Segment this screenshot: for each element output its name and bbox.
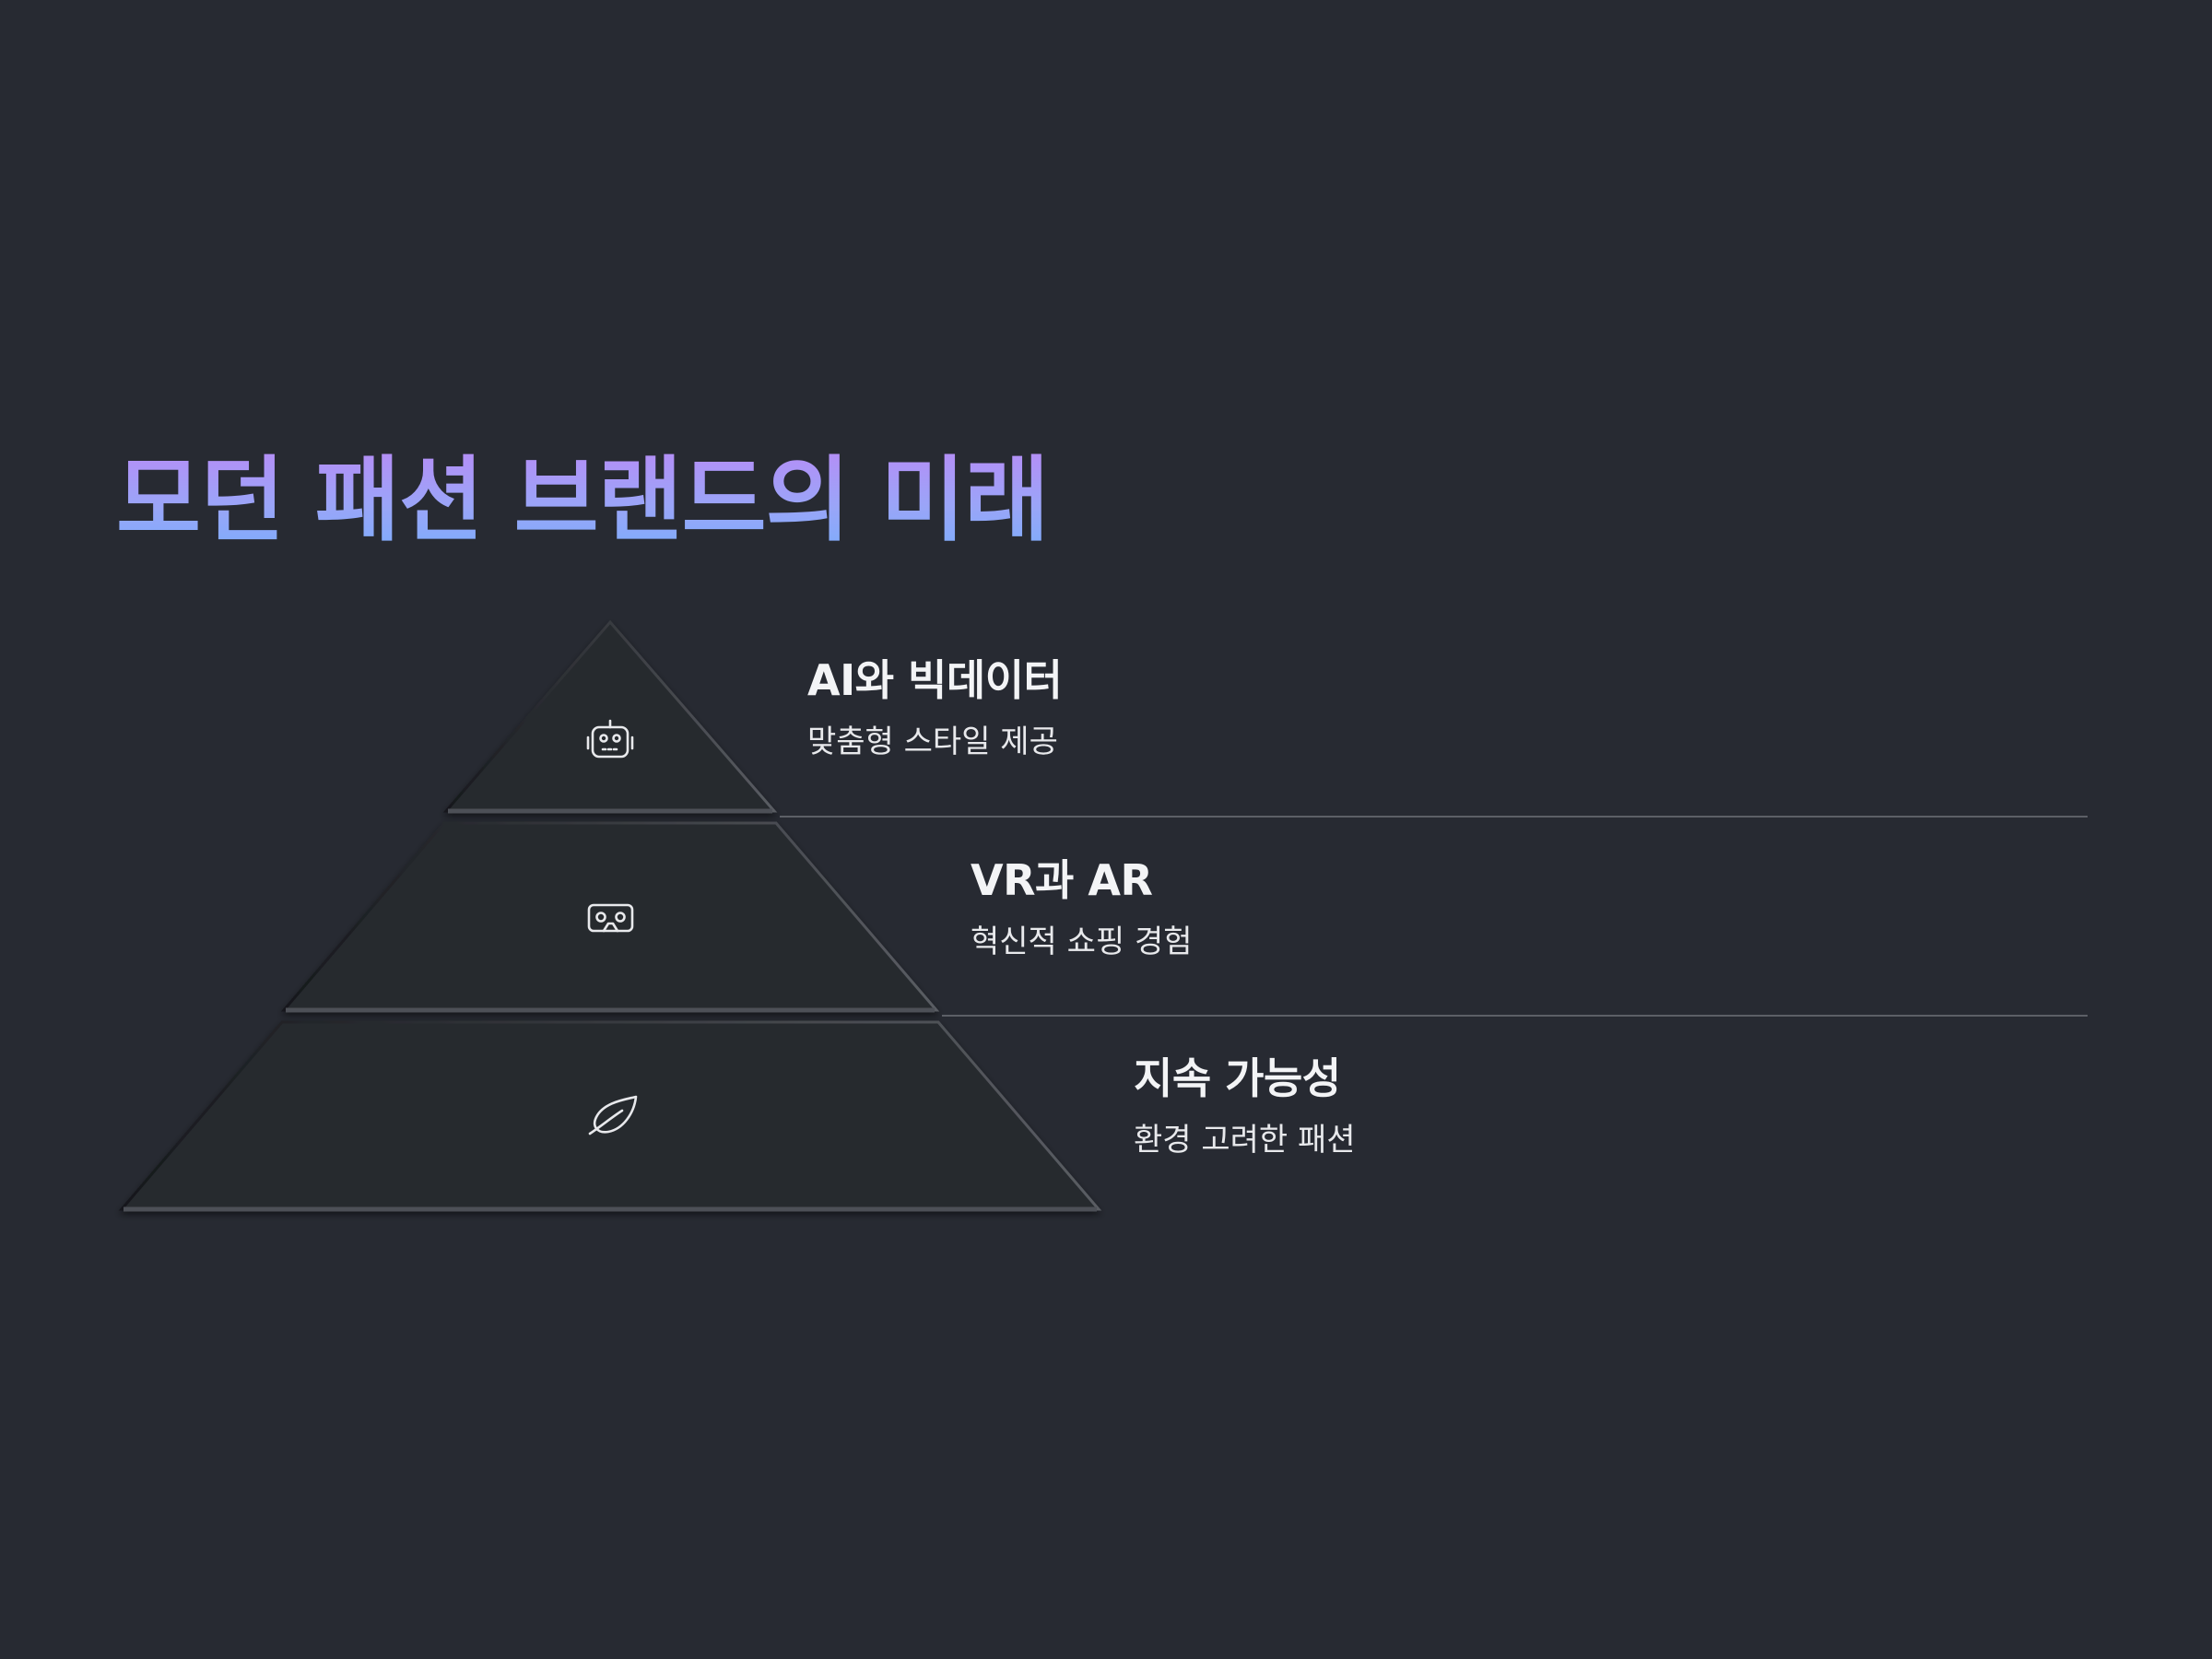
slide-title: 모던 패션 브랜드의 미래	[116, 441, 1049, 560]
vr-headset-icon	[587, 903, 634, 933]
level-sustainability: 지속 가능성 환경 고려한 패션	[1134, 1051, 1356, 1161]
level-heading: AI와 빅데이터	[807, 655, 1063, 705]
leaf-icon	[588, 1095, 638, 1135]
pyramid-tier-top	[442, 619, 778, 814]
level-vr-ar: VR과 AR 혁신적 쇼핑 경험	[971, 853, 1193, 963]
level-description: 맞춤형 스타일 제공	[807, 724, 1058, 760]
robot-icon	[586, 719, 634, 759]
level-ai-bigdata: AI와 빅데이터 맞춤형 스타일 제공	[807, 653, 1063, 763]
pyramid-tier-bottom	[118, 1020, 1102, 1212]
level-description: 혁신적 쇼핑 경험	[971, 924, 1193, 960]
pyramid-tier-middle	[280, 821, 940, 1013]
divider-line-bottom	[942, 1015, 2088, 1017]
divider-line-top	[780, 816, 2088, 818]
level-description: 환경 고려한 패션	[1134, 1122, 1356, 1159]
level-heading: 지속 가능성	[1134, 1053, 1341, 1103]
level-heading: VR과 AR	[971, 855, 1153, 905]
